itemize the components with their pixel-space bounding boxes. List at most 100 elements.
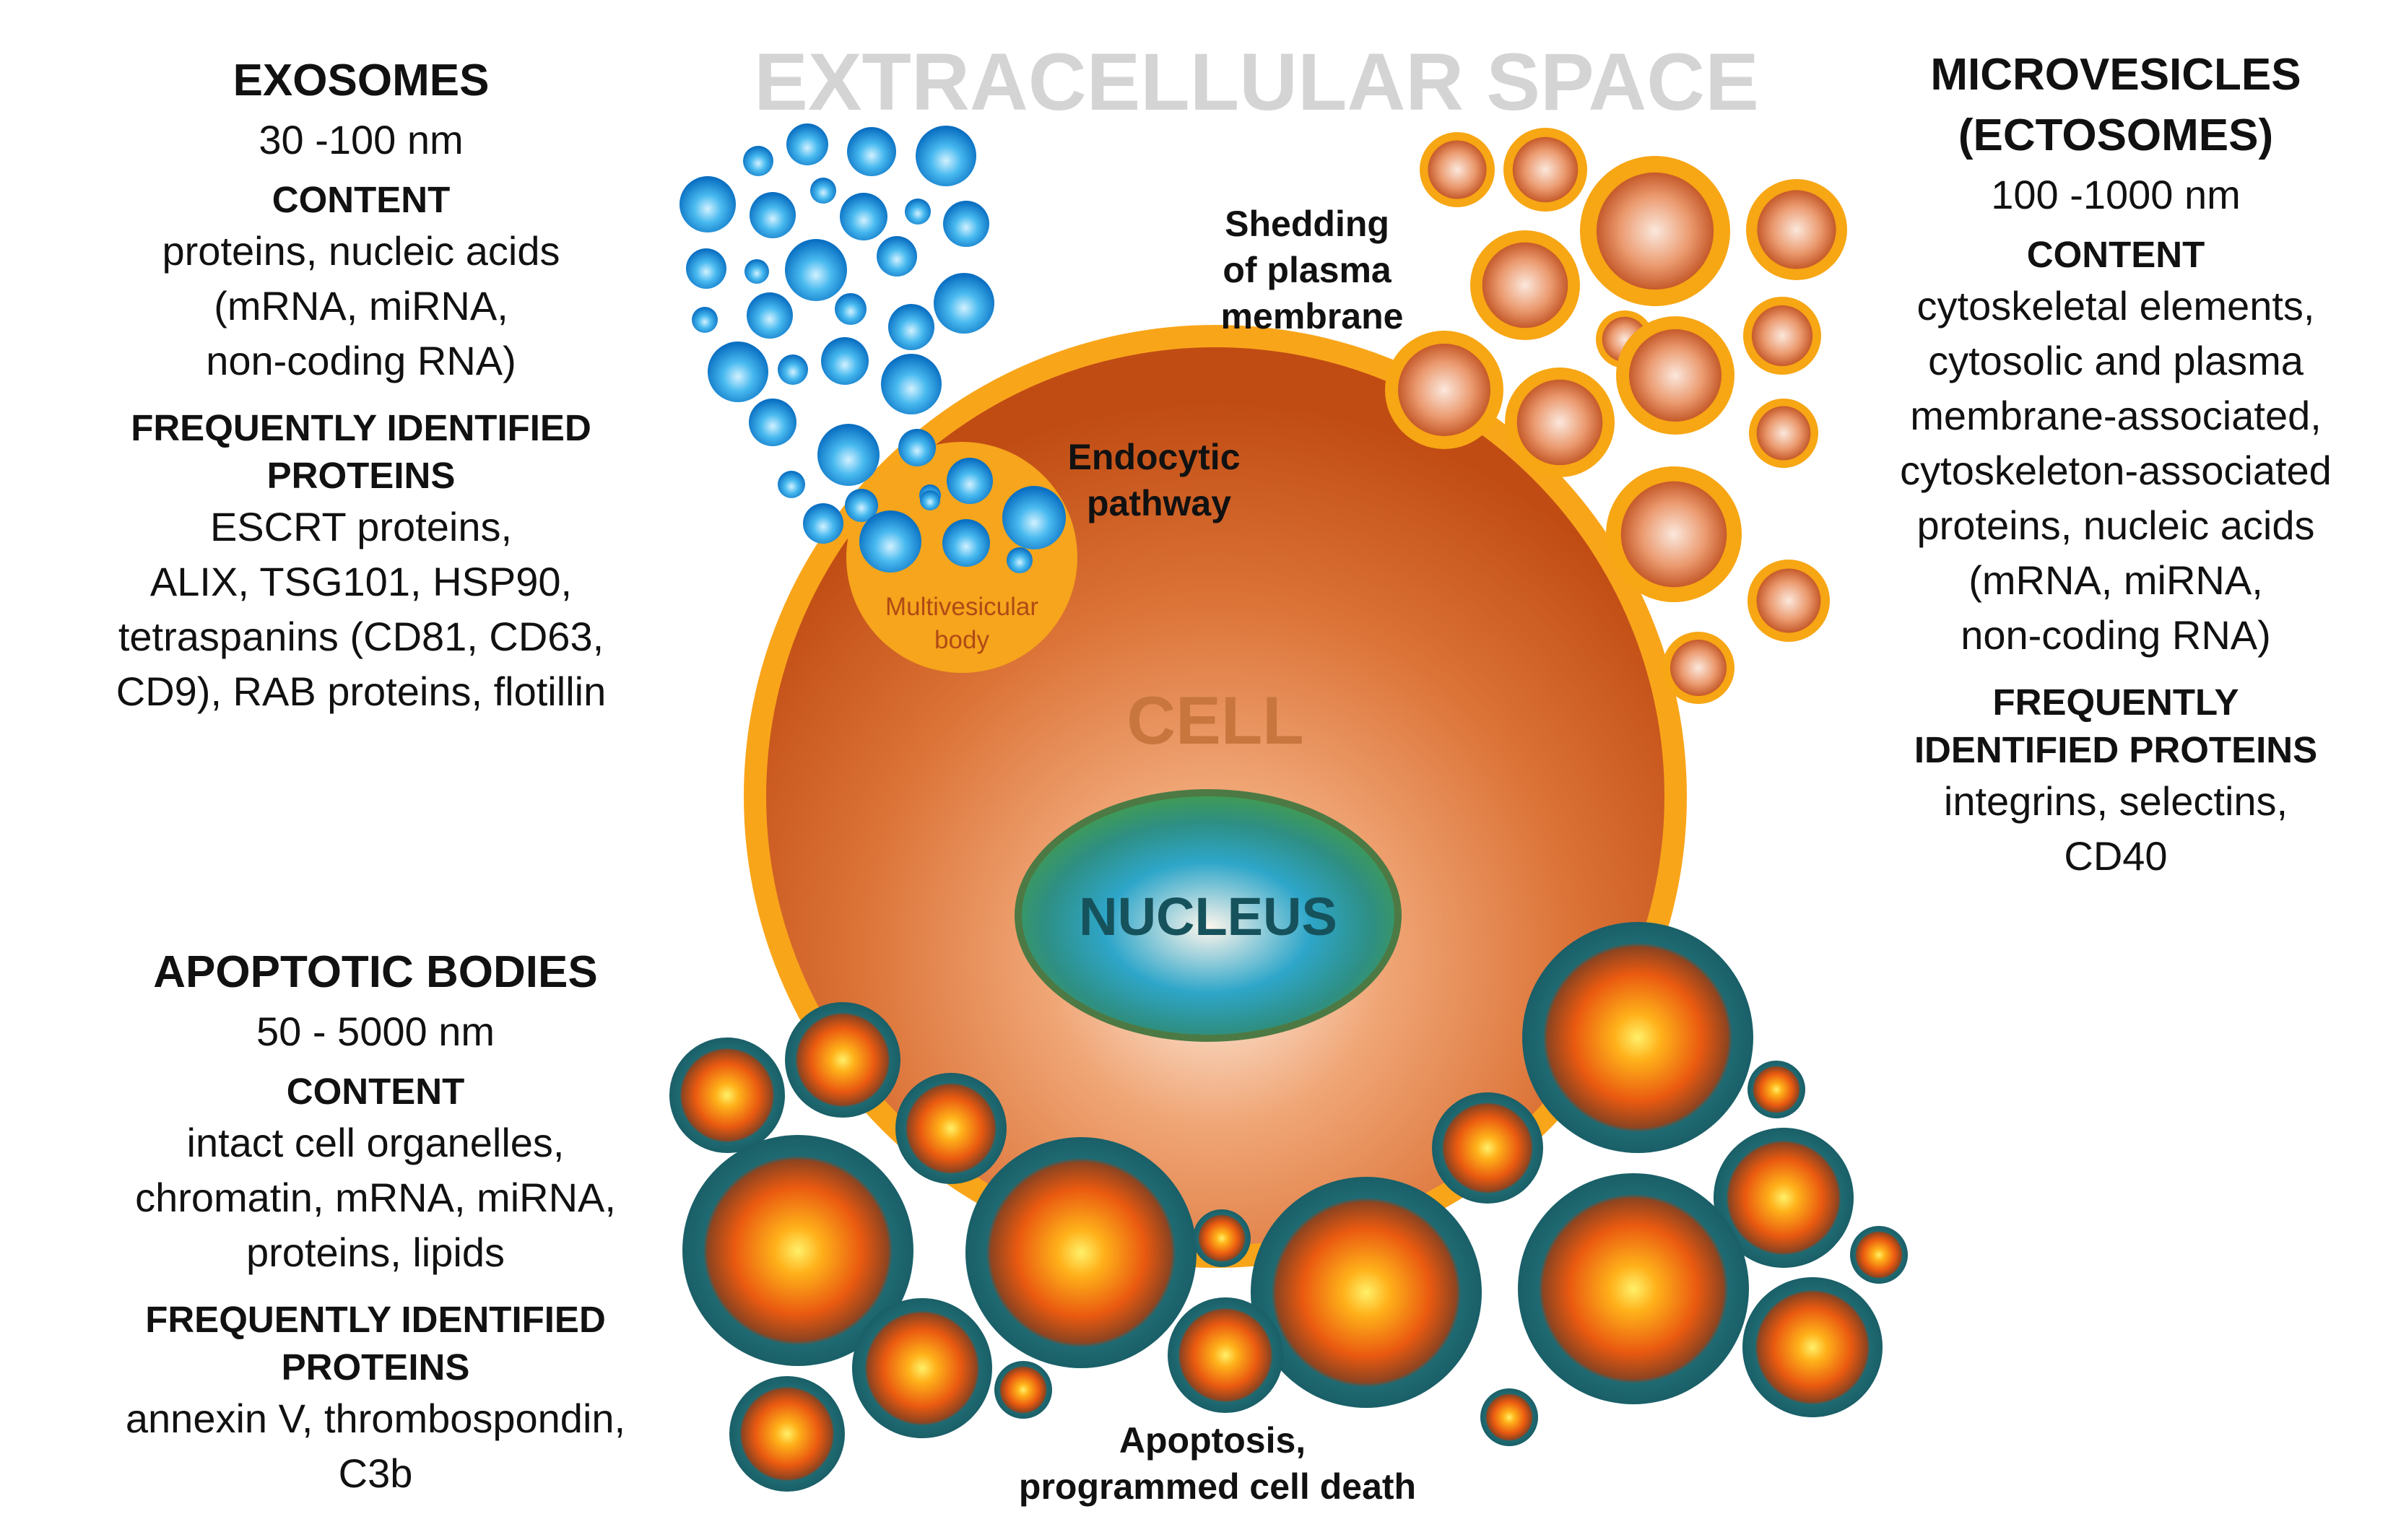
apoptotic-proteins-heading: FREQUENTLY IDENTIFIED (145, 1299, 606, 1340)
apoptotic-protein-line: annexin V, thrombospondin, (125, 1396, 626, 1441)
microvesicles-content-line: (mRNA, miRNA, (1968, 557, 2263, 603)
exosome (881, 354, 942, 414)
apoptotic-body (669, 1037, 785, 1153)
microvesicles-content-line: membrane-associated, (1910, 393, 2322, 438)
exosome (749, 399, 796, 446)
exosome (888, 304, 934, 350)
exosomes-content-line: (mRNA, miRNA, (214, 283, 508, 329)
exosome (877, 236, 917, 277)
microvesicles-heading: (ECTOSOMES) (1958, 110, 2274, 160)
apoptotic-body (1714, 1128, 1854, 1268)
exosome (821, 337, 869, 385)
microvesicles-content-line: cytoskeleton-associated (1900, 448, 2332, 493)
microvesicle (1606, 466, 1742, 602)
apoptotic-body (729, 1376, 845, 1492)
microvesicle (1616, 316, 1734, 435)
apoptotic-body (1432, 1092, 1543, 1204)
apoptotic-body (1742, 1277, 1883, 1417)
exosomes-content-line: proteins, nucleic acids (162, 228, 560, 274)
microvesicle (1420, 132, 1495, 207)
microvesicles-protein-line: integrins, selectins, (1943, 778, 2288, 824)
exosome (943, 201, 989, 247)
microvesicles-content-line: cytosolic and plasma (1928, 338, 2304, 383)
microvesicle (1743, 297, 1821, 375)
exosome (859, 510, 921, 573)
exosome (692, 307, 718, 333)
microvesicles-proteins-heading: FREQUENTLY (1992, 682, 2239, 723)
exosomes-heading: EXOSOMES (233, 56, 490, 105)
apoptotic-size: 50 - 5000 nm (256, 1009, 495, 1054)
microvesicles-content-line: proteins, nucleic acids (1916, 503, 2315, 548)
exosome (686, 248, 726, 289)
apoptotic-body (785, 1002, 900, 1118)
nucleus-label: NUCLEUS (1079, 887, 1337, 947)
exosome (835, 293, 867, 325)
apoptosis-annotation: Apoptosis, programmed cell death (1019, 1420, 1416, 1507)
apoptotic-content-line: intact cell organelles, (186, 1120, 565, 1165)
exosome (1002, 486, 1066, 549)
exosomes-protein-line: CD9), RAB proteins, flotillin (116, 669, 607, 714)
endocytic-pathway-annotation: Endocytic pathway (1068, 437, 1251, 523)
exosome (750, 192, 796, 238)
microvesicle (1470, 230, 1580, 340)
exosome (898, 429, 936, 466)
microvesicles-content-line: non-coding RNA) (1961, 612, 2271, 658)
exosome (905, 199, 931, 225)
exosome (743, 146, 773, 176)
microvesicles-content-heading: CONTENT (2026, 234, 2205, 275)
apoptotic-bodies-panel: APOPTOTIC BODIES 50 - 5000 nm CONTENT in… (58, 942, 693, 1501)
exosomes-panel: EXOSOMES 30 -100 nm CONTENT proteins, nu… (43, 51, 679, 719)
exosome (708, 342, 768, 402)
exosome (786, 123, 828, 165)
microvesicles-panel: MICROVESICLES (ECTOSOMES) 100 -1000 nm C… (1834, 45, 2397, 884)
microvesicles-heading: MICROVESICLES (1930, 50, 2301, 100)
exosome (845, 489, 878, 522)
exosomes-proteins-heading: FREQUENTLY IDENTIFIED (131, 407, 591, 448)
apoptotic-content-line: chromatin, mRNA, miRNA, (135, 1175, 616, 1220)
exosome (680, 176, 736, 232)
microvesicle (1580, 156, 1730, 306)
exosome (840, 193, 887, 240)
apoptotic-heading: APOPTOTIC BODIES (153, 947, 598, 997)
apoptotic-body (1522, 922, 1753, 1153)
apoptotic-body (1193, 1209, 1251, 1267)
exosome (747, 292, 793, 339)
exosome (803, 503, 843, 544)
microvesicle (1505, 367, 1615, 477)
exosome (920, 490, 940, 510)
microvesicle (1746, 179, 1847, 280)
apoptotic-body (1850, 1226, 1908, 1284)
exosomes-size: 30 -100 nm (259, 117, 464, 162)
apoptotic-body (1480, 1388, 1538, 1446)
microvesicle (1503, 128, 1587, 212)
microvesicles-proteins-heading: IDENTIFIED PROTEINS (1914, 729, 2318, 770)
extracellular-space-title: EXTRACELLULAR SPACE (754, 37, 1759, 127)
apoptotic-body (1251, 1177, 1482, 1408)
nucleus: NUCLEUS (1015, 789, 1402, 1042)
microvesicle (1749, 399, 1818, 468)
microvesicle (1662, 632, 1734, 704)
apoptotic-body (1168, 1297, 1283, 1413)
exosome (744, 259, 769, 284)
apoptotic-body (1747, 1061, 1805, 1118)
exosome (778, 354, 808, 385)
apoptotic-content-heading: CONTENT (286, 1071, 465, 1112)
apoptotic-body (965, 1137, 1197, 1368)
exosome-cluster (680, 123, 1066, 573)
microvesicles-content-line: cytoskeletal elements, (1916, 283, 2315, 329)
exosome (785, 239, 847, 301)
exosome (778, 471, 805, 498)
mvb-label-line: body (934, 626, 989, 654)
exosome (934, 273, 994, 334)
microvesicle (1385, 331, 1503, 449)
exosome (942, 519, 990, 567)
microvesicles-protein-line: CD40 (2064, 833, 2168, 879)
cell-label: CELL (1126, 682, 1303, 758)
exosomes-protein-line: ALIX, TSG101, HSP90, (149, 559, 573, 604)
mvb-label-line: Multivesicular (885, 593, 1038, 621)
exosome (847, 127, 896, 176)
apoptotic-body (895, 1073, 1007, 1184)
exosomes-protein-line: ESCRT proteins, (209, 504, 513, 549)
apoptotic-proteins-heading: PROTEINS (281, 1347, 470, 1388)
